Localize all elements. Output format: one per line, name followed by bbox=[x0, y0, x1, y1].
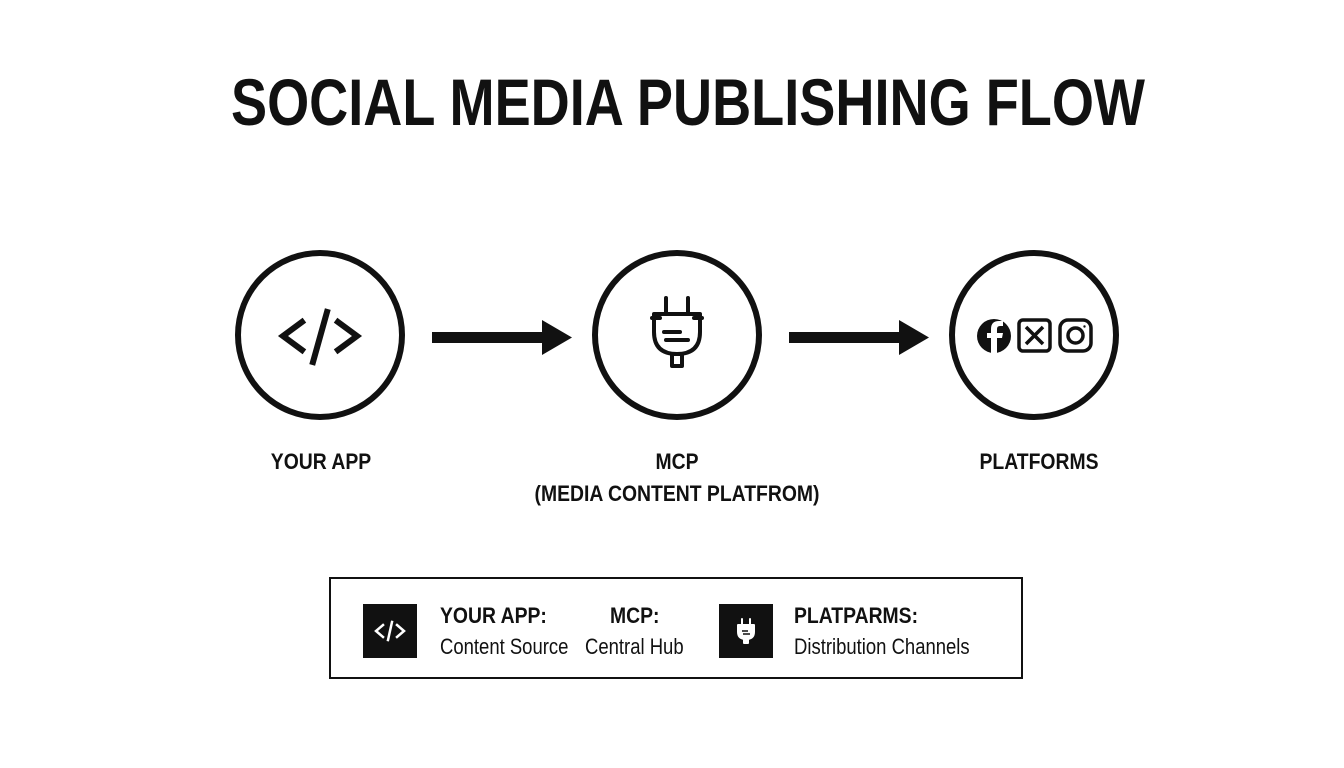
arrow-right-icon bbox=[432, 320, 572, 355]
legend-sub-your-app: Content Source bbox=[440, 634, 569, 659]
legend-head-mcp: MCP: bbox=[610, 603, 660, 628]
arrow-right-icon bbox=[789, 320, 929, 355]
node-label-your-app: YOUR APP bbox=[270, 449, 372, 474]
legend-box: YOUR APP: Content Source MCP: Central Hu… bbox=[329, 577, 1023, 679]
node-circle bbox=[235, 250, 405, 420]
legend-code-badge bbox=[363, 604, 417, 658]
node-platforms bbox=[949, 250, 1119, 420]
legend-head-your-app: YOUR APP: bbox=[440, 603, 547, 628]
plug-icon bbox=[650, 296, 704, 368]
facebook-icon bbox=[977, 319, 1011, 353]
legend-plug-badge bbox=[719, 604, 773, 658]
legend-sub-platforms: Distribution Channels bbox=[794, 634, 970, 659]
legend-sub-mcp: Central Hub bbox=[585, 634, 684, 659]
node-label-mcp: MCP bbox=[655, 449, 699, 474]
node-label-platforms: PLATFORMS bbox=[979, 449, 1099, 474]
plug-icon bbox=[737, 618, 755, 644]
node-circle bbox=[949, 250, 1119, 420]
node-your-app bbox=[235, 250, 405, 420]
code-icon bbox=[374, 620, 406, 642]
node-sublabel-mcp: (MEDIA CONTENT PLATFROM) bbox=[534, 481, 820, 506]
diagram-title: SOCIAL MEDIA PUBLISHING FLOW bbox=[230, 65, 1146, 139]
node-mcp bbox=[592, 250, 762, 420]
node-circle bbox=[592, 250, 762, 420]
legend-head-platforms: PLATPARMS: bbox=[794, 603, 919, 628]
instagram-icon bbox=[1058, 318, 1093, 353]
x-icon bbox=[1017, 318, 1052, 353]
code-icon bbox=[277, 308, 363, 366]
